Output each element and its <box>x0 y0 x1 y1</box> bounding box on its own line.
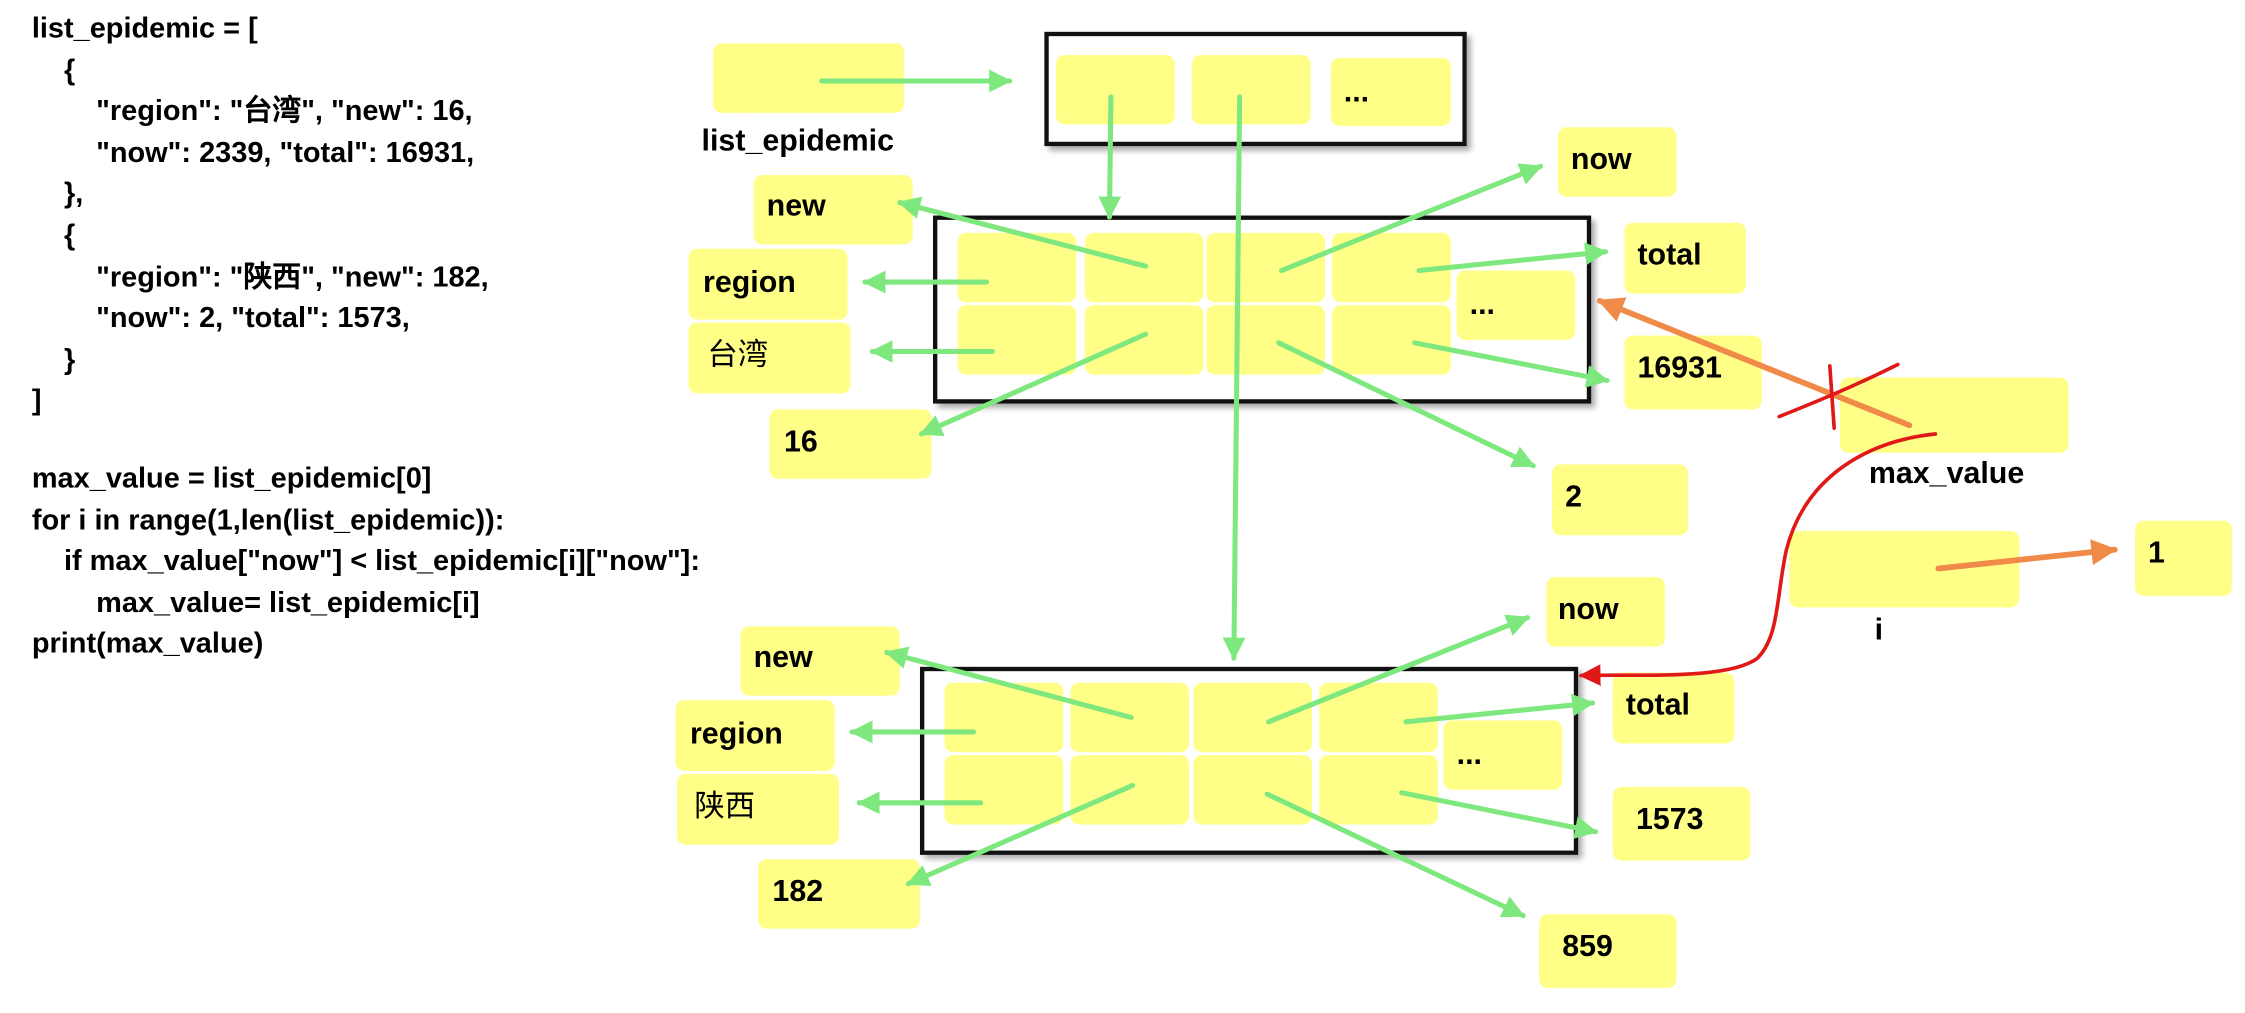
dict1-cell <box>1206 305 1325 375</box>
dict2-cell <box>944 755 1064 825</box>
arrow-slot0-to-dict1 <box>1098 94 1122 220</box>
dict2-val-new <box>757 859 920 929</box>
arrow-dict1-key-new <box>897 196 1149 269</box>
list-ellipsis: ... <box>1343 75 1370 109</box>
dict1-key-new-label: new <box>766 189 826 223</box>
dict1-frame <box>932 215 1592 404</box>
arrow-dict2-val-new <box>905 782 1136 887</box>
dict2-val-total-label: 1573 <box>1635 802 1704 837</box>
dict1-cell-more <box>1456 270 1576 340</box>
list-slot-0 <box>1055 54 1175 125</box>
var-list-epidemic-box <box>713 43 905 113</box>
code-max-algorithm: max_value = list_epidemic[0] for i in ra… <box>31 462 700 661</box>
arrow-max-old-ref <box>1596 297 1913 429</box>
arrow-dict2-val-now <box>1264 791 1526 919</box>
dict1-key-now-label: now <box>1570 143 1632 177</box>
dict2-val-region-label: 陕西 <box>694 788 756 824</box>
arrow-dict1-key-now <box>1279 163 1544 274</box>
dict2-key-new <box>740 626 900 696</box>
dict1-val-total-label: 16931 <box>1637 351 1722 385</box>
var-i-value-label: 1 <box>2148 536 2165 570</box>
dict2-val-total <box>1612 786 1751 861</box>
dict2-cell <box>1319 755 1438 825</box>
arrow-dict1-val-total <box>1412 340 1610 388</box>
arrow-dict1-val-now <box>1276 340 1536 469</box>
dict2-key-new-label: new <box>753 640 813 675</box>
dict1-ellipsis: ... <box>1469 287 1495 322</box>
arrow-dict2-key-total <box>1403 693 1596 725</box>
dict1-key-region <box>688 248 848 320</box>
dict1-key-now <box>1557 127 1677 197</box>
list-slot-more <box>1330 57 1451 126</box>
arrow-dict1-val-new <box>918 331 1149 437</box>
var-i-label: i <box>1874 613 1884 647</box>
strike-cross-mark <box>1777 362 1900 430</box>
arrow-slot1-to-dict2 <box>1222 94 1246 661</box>
var-i-box <box>1789 530 2020 608</box>
var-list-epidemic-label: list_epidemic <box>701 124 895 158</box>
dict1-cell <box>1332 305 1451 375</box>
var-i-value-box <box>2135 520 2232 596</box>
var-max-value-label: max_value <box>1868 457 2025 491</box>
dict2-key-total-label: total <box>1625 688 1690 722</box>
dict2-val-now <box>1539 914 1677 988</box>
dict1-cell <box>1084 305 1204 375</box>
arrow-max-new-ref <box>1578 432 1938 686</box>
list-slot-1 <box>1191 54 1311 125</box>
dict2-cell-more <box>1443 720 1563 790</box>
dict2-val-now-label: 859 <box>1562 930 1613 964</box>
dict2-ellipsis: ... <box>1456 737 1482 771</box>
dict1-val-new-label: 16 <box>784 425 818 459</box>
arrow-dict2-key-new <box>884 646 1134 720</box>
arrow-dict1-key-total <box>1416 242 1609 274</box>
dict2-frame <box>919 666 1579 855</box>
dict1-key-total-label: total <box>1637 238 1702 272</box>
dict1-val-now <box>1552 464 1689 536</box>
dict1-val-region <box>688 322 851 394</box>
code-list-definition: list_epidemic = [ { "region": "台湾", "new… <box>31 13 489 418</box>
dict1-key-new <box>753 175 913 245</box>
dict1-val-total <box>1624 335 1762 410</box>
dict1-cell <box>957 305 1077 375</box>
dict2-val-region <box>676 773 839 845</box>
arrow-dict2-key-now <box>1266 614 1531 725</box>
dict2-key-total <box>1612 672 1735 744</box>
dict2-cell <box>1193 682 1312 753</box>
dict2-key-region-label: region <box>689 717 783 751</box>
dict2-cell <box>1193 755 1312 825</box>
dict2-key-now <box>1546 577 1665 647</box>
dict1-key-total <box>1624 222 1746 294</box>
arrow-dict2-val-total <box>1399 790 1599 839</box>
dict1-val-new <box>769 409 932 479</box>
dict1-cell <box>1206 232 1325 303</box>
dict1-val-now-label: 2 <box>1565 480 1583 514</box>
list-object-frame <box>1044 31 1467 147</box>
dict1-val-region-label: 台湾 <box>707 337 769 372</box>
dict2-cell <box>1070 755 1190 825</box>
dict2-key-now-label: now <box>1557 593 1619 627</box>
dict2-val-new-label: 182 <box>772 875 824 909</box>
dict2-key-region <box>675 700 835 771</box>
dict1-key-region-label: region <box>702 266 796 300</box>
arrow-i-to-value <box>1935 539 2118 572</box>
